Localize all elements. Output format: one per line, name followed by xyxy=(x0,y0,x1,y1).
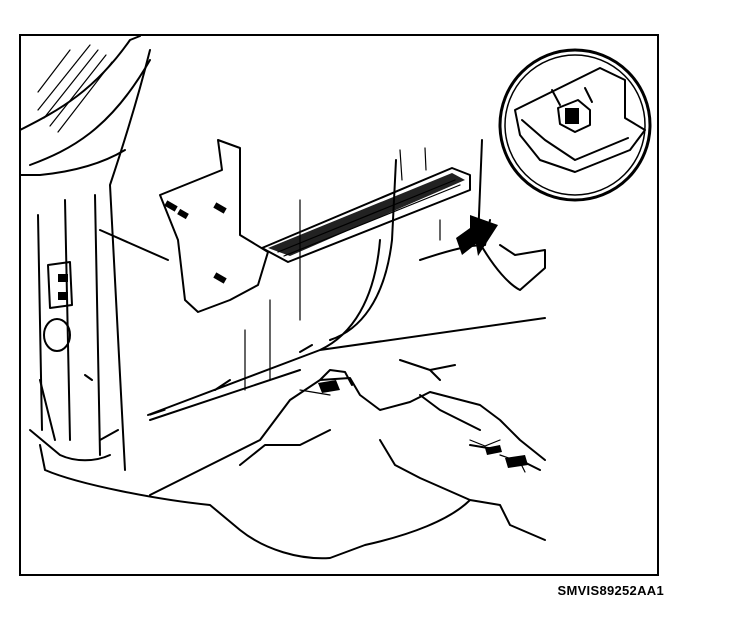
kick-panel xyxy=(159,139,269,313)
dash-lines xyxy=(244,147,441,391)
figure-frame xyxy=(19,34,659,576)
a-pillar-outline xyxy=(19,35,151,166)
retaining-clip-icon xyxy=(551,87,593,133)
windshield-hatching xyxy=(37,44,113,133)
figure-reference-code: SMVIS89252AA1 xyxy=(557,583,664,598)
floor-mount-holes xyxy=(318,380,528,468)
rocker-panel-lines xyxy=(147,159,546,421)
hinge-pillar xyxy=(29,194,119,462)
floor-pan xyxy=(39,359,546,560)
door-sill-trim-plate[interactable] xyxy=(261,167,471,263)
kick-panel-clips xyxy=(164,200,227,284)
direction-arrow-icon xyxy=(456,215,498,256)
dashboard-edge xyxy=(19,149,126,176)
detail-callout xyxy=(498,48,652,202)
door-opening-edge xyxy=(99,49,169,471)
